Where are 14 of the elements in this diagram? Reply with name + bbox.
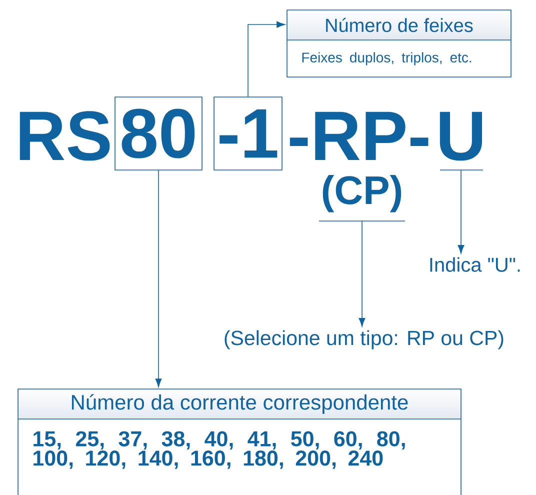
note-text: (Selecione um tipo: RP ou CP)	[224, 330, 504, 350]
underlined-letter: U	[440, 112, 484, 170]
code-letters: -RP-	[290, 112, 428, 160]
arrow	[358, 220, 366, 327]
note-text: Indica "U".	[430, 257, 520, 272]
code-box: -1	[214, 96, 282, 170]
underlined-option: (CP)	[318, 175, 406, 222]
arrow	[155, 170, 162, 388]
code-box: 80	[114, 96, 202, 170]
code-letters: RS	[20, 111, 110, 161]
table-box: Número da corrente correspondente 15, 25, 37, 38, 40, 41, 50, 60, 80, 100, 120, 140, 160, 180, 200, 240	[18, 388, 462, 495]
arrow	[458, 170, 464, 254]
arrow	[248, 21, 286, 97]
table-box: Número de feixes Feixes duplos, triplos, etc.	[286, 10, 512, 78]
